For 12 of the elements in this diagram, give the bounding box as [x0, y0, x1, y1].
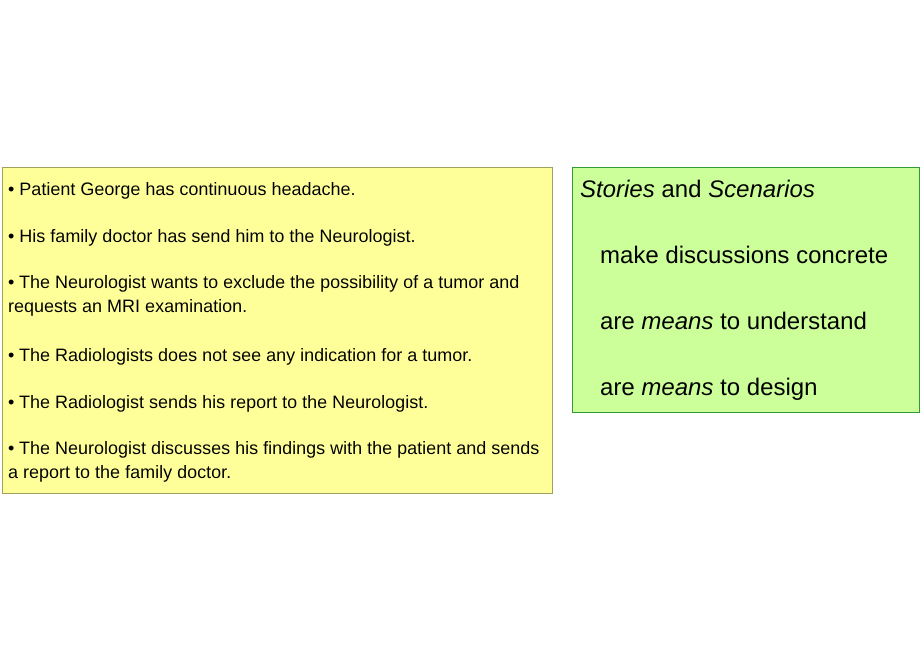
bullet-text: • His family doctor has send him to the Neurologist. — [8, 225, 416, 248]
bullet-text: • The Neurologist discusses his findings with the patient and sends a report to the family doctor. — [8, 437, 540, 484]
card-heading: Stories and Scenarios — [580, 175, 816, 205]
bullet-text: • The Neurologist wants to exclude the possibility of a tumor and requests an MRI examination. — [8, 271, 520, 318]
statement-text: are means to design — [600, 373, 818, 403]
bullet-text: • The Radiologist sends his report to the Neurologist. — [8, 391, 430, 414]
bullet-text: • The Radiologists does not see any indication for a tumor. — [8, 344, 474, 367]
story-card — [2, 167, 553, 494]
bullet-text: • Patient George has continuous headache. — [8, 178, 357, 201]
statement-text: make discussions concrete — [600, 241, 890, 271]
statement-text: are means to understand — [600, 307, 868, 337]
summary-card — [572, 167, 920, 413]
